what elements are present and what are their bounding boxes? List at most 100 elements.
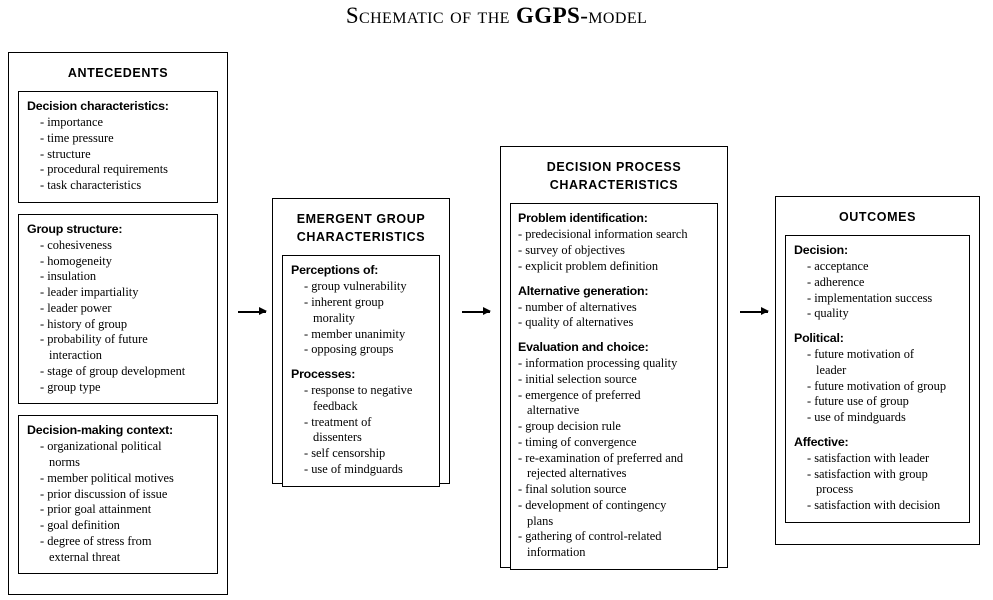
arrow-antecedents-to-emergent xyxy=(238,307,267,316)
group-item-list: - future motivation of leader - future m… xyxy=(794,347,963,426)
list-item: - quality xyxy=(807,306,849,321)
list-item: - gathering of control-related informati… xyxy=(518,529,662,559)
group-item-list: - satisfaction with leader - satisfactio… xyxy=(794,451,963,514)
section-spacer xyxy=(518,275,711,284)
list-item: - timing of convergence xyxy=(518,434,637,449)
list-item: - leader impartiality xyxy=(40,285,139,300)
list-item: - number of alternatives xyxy=(518,299,637,314)
group-header: Evaluation and choice: xyxy=(518,340,649,354)
list-item: - inherent group morality xyxy=(304,295,384,325)
box-outcomes: OUTCOMES Decision: - acceptance - adhere… xyxy=(775,196,980,545)
group-header: Alternative generation: xyxy=(518,283,649,298)
group-process-details: Problem identification: - predecisional … xyxy=(510,203,718,570)
section-spacer xyxy=(794,426,963,435)
arrow-process-to-outcomes xyxy=(740,307,769,316)
list-item: - importance xyxy=(40,115,103,130)
list-item: - satisfaction with decision xyxy=(807,498,941,513)
group-item-list: - acceptance - adherence - implementatio… xyxy=(794,259,963,322)
list-item: - group vulnerability xyxy=(304,279,407,294)
group-item-list: - information processing quality - initi… xyxy=(518,356,711,561)
list-item: - initial selection source xyxy=(518,371,637,386)
list-item: - time pressure xyxy=(40,130,114,145)
list-item: - future motivation of group xyxy=(807,378,947,393)
list-item: - use of mindguards xyxy=(304,461,403,476)
group-header: Processes: xyxy=(291,367,356,381)
group-header: Problem identification: xyxy=(518,211,648,226)
list-item: - treatment of dissenters xyxy=(304,414,372,445)
list-item: - re-examination of preferred and reject… xyxy=(518,450,684,481)
group-item-list: - group vulnerability - inherent group m… xyxy=(291,279,433,358)
list-item: - leader power xyxy=(40,300,112,315)
section-spacer xyxy=(794,322,963,331)
list-item: - satisfaction with leader xyxy=(807,450,930,465)
group-item-list: - organizational political norms - membe… xyxy=(27,439,211,565)
group-header: Decision: xyxy=(794,243,848,258)
box-emergent-group-characteristics: EMERGENT GROUP CHARACTERISTICS Perceptio… xyxy=(272,198,450,487)
list-item: - explicit problem definition xyxy=(518,258,659,273)
list-item: - insulation xyxy=(40,269,97,284)
list-item: - probability of future interaction xyxy=(40,332,148,363)
list-item: - predecisional information search xyxy=(518,227,688,242)
list-item: - stage of group development xyxy=(40,363,186,378)
group-item-list: - importance - time pressure - structure… xyxy=(27,115,211,194)
box-antecedents-header: ANTECEDENTS xyxy=(67,66,169,80)
list-item: - information processing quality xyxy=(518,356,678,370)
list-item: - development of contingency plans xyxy=(518,497,667,528)
group-decision-making-context: Decision-making context: - organizationa… xyxy=(18,415,218,575)
list-item: - final solution source xyxy=(518,482,627,496)
list-item: - goal definition xyxy=(40,518,120,533)
list-item: - member unanimity xyxy=(304,326,406,341)
group-item-list: - number of alternatives - quality of al… xyxy=(518,300,711,332)
box-emergent-group-header: EMERGENT GROUP CHARACTERISTICS xyxy=(296,212,426,245)
group-item-list: - predecisional information search - sur… xyxy=(518,227,711,274)
arrow-emergent-to-process xyxy=(462,307,491,316)
list-item: - implementation success xyxy=(807,290,933,305)
list-item: - cohesiveness xyxy=(40,237,112,252)
group-header: Group structure: xyxy=(27,221,123,236)
box-decision-process-characteristics: DECISION PROCESS CHARACTERISTICS Problem… xyxy=(500,146,728,570)
group-group-structure: Group structure: - cohesiveness - homoge… xyxy=(18,213,218,405)
list-item: - prior discussion of issue xyxy=(40,486,168,501)
list-item: - acceptance xyxy=(807,259,869,274)
list-item: - prior goal attainment xyxy=(40,502,152,517)
group-header: Decision-making context: xyxy=(27,423,173,438)
group-perceptions-processes: Perceptions of: - group vulnerability - … xyxy=(282,255,440,487)
list-item: - future motivation of leader xyxy=(807,347,915,377)
group-header: Affective: xyxy=(794,434,849,449)
list-item: - use of mindguards xyxy=(807,410,906,425)
list-item: - adherence xyxy=(807,274,865,289)
list-item: - history of group xyxy=(40,316,128,331)
title-pre: Schematic of the xyxy=(345,3,516,28)
list-item: - degree of stress from external threat xyxy=(40,533,152,564)
group-header: Political: xyxy=(794,331,844,346)
list-item: - future use of group xyxy=(807,394,909,409)
title-post: -model xyxy=(580,3,648,28)
list-item: - structure xyxy=(40,146,91,161)
group-item-list: - cohesiveness - homogeneity - insulatio… xyxy=(27,238,211,396)
list-item: - homogeneity xyxy=(40,253,112,268)
list-item: - organizational political norms xyxy=(40,439,162,470)
list-item: - satisfaction with group process xyxy=(807,466,928,497)
list-item: - task characteristics xyxy=(40,178,142,193)
box-antecedents: ANTECEDENTS Decision characteristics: - … xyxy=(8,52,228,595)
title-strong: GGPS xyxy=(516,3,581,28)
group-item-list: - response to negative feedback - treatm… xyxy=(291,383,433,478)
group-outcome-details: Decision: - acceptance - adherence - imp… xyxy=(785,235,970,523)
list-item: - survey of objectives xyxy=(518,243,626,257)
list-item: - response to negative feedback xyxy=(304,383,413,413)
list-item: - group type xyxy=(40,379,101,394)
group-header: Perceptions of: xyxy=(291,263,379,278)
list-item: - member political motives xyxy=(40,470,174,485)
list-item: - self censorship xyxy=(304,446,386,460)
section-spacer xyxy=(291,358,433,367)
list-item: - procedural requirements xyxy=(40,162,168,177)
section-spacer xyxy=(518,331,711,340)
list-item: - group decision rule xyxy=(518,419,621,433)
box-decision-process-header: DECISION PROCESS CHARACTERISTICS xyxy=(546,160,682,193)
group-header: Decision characteristics: xyxy=(27,99,169,114)
list-item: - opposing groups xyxy=(304,342,394,357)
group-decision-characteristics: Decision characteristics: - importance -… xyxy=(18,91,218,203)
list-item: - quality of alternatives xyxy=(518,315,634,330)
page-title: Schematic of the GGPS-model xyxy=(0,0,993,29)
box-outcomes-header: OUTCOMES xyxy=(838,210,917,224)
